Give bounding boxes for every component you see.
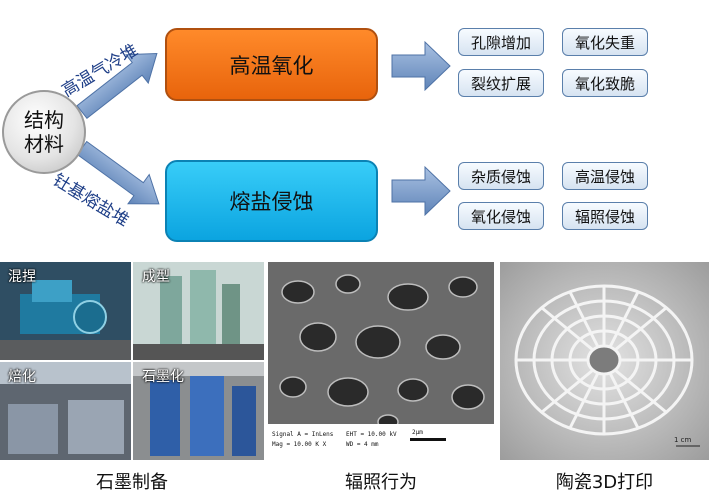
ceramic-3d-print-photo: 1 cm <box>500 262 709 460</box>
label-kneading: 混捏 <box>8 269 36 285</box>
tag-high-temp-corrosion: 高温侵蚀 <box>562 162 648 190</box>
sem-wd: WD = 4 mm <box>346 441 379 448</box>
arrows <box>76 40 451 217</box>
arrow-to-salt <box>76 140 160 205</box>
structural-material-node: 结构 材料 <box>2 90 86 174</box>
tag-impurity-corrosion: 杂质侵蚀 <box>458 162 544 190</box>
label-forming: 成型 <box>142 269 170 285</box>
irradiation-sem-photo: Signal A = InLens Mag = 10.00 K X EHT = … <box>268 262 494 460</box>
tag-embrittlement: 氧化致脆 <box>562 69 648 97</box>
tag-weight-loss: 氧化失重 <box>562 28 648 56</box>
caption-graphite-preparation: 石墨制备 <box>96 472 168 493</box>
sem-scale-label: 2μm <box>412 429 423 436</box>
arrow-to-oxidation <box>76 52 158 120</box>
arrow-right-bottom <box>391 165 451 217</box>
high-temp-oxidation-box: 高温氧化 <box>165 28 378 101</box>
molten-salt-corrosion-box: 熔盐侵蚀 <box>165 160 378 242</box>
graphite-preparation-photo: 混捏 成型 焙化 石墨化 <box>0 262 264 460</box>
tag-irradiation-corrosion: 辐照侵蚀 <box>562 202 648 230</box>
center-line1: 结构 <box>24 108 64 132</box>
label-graphitization: 石墨化 <box>142 369 184 385</box>
tag-crack-growth: 裂纹扩展 <box>458 69 544 97</box>
caption-ceramic-3d-printing: 陶瓷3D打印 <box>555 472 654 493</box>
sem-info-panel: Signal A = InLens Mag = 10.00 K X EHT = … <box>270 426 492 458</box>
center-line2: 材料 <box>24 132 64 156</box>
tag-porosity: 孔隙增加 <box>458 28 544 56</box>
label-roasting: 焙化 <box>8 369 36 385</box>
arrow-right-top <box>391 40 451 92</box>
sem-signal: Signal A = InLens <box>272 431 334 438</box>
tag-oxidation-corrosion: 氧化侵蚀 <box>458 202 544 230</box>
print-scale-label: 1 cm <box>674 436 692 444</box>
caption-irradiation-behavior: 辐照行为 <box>345 472 417 493</box>
sem-mag: Mag = 10.00 K X <box>272 441 327 448</box>
sem-eht: EHT = 10.00 kV <box>346 431 397 438</box>
sem-scale-bar <box>410 438 446 441</box>
